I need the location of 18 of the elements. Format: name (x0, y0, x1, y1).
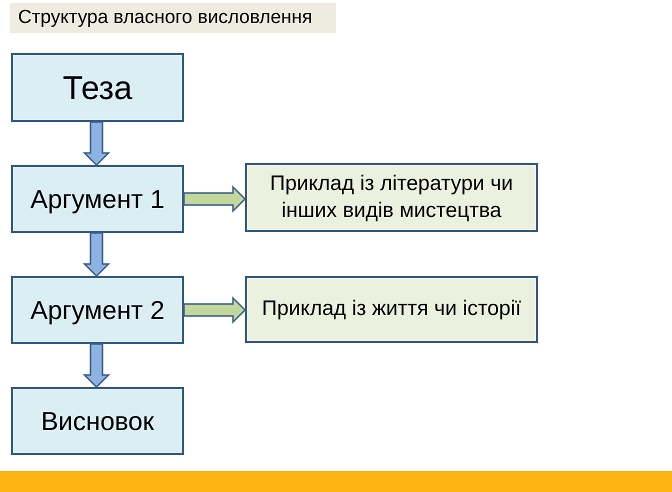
process-box (11, 165, 184, 233)
process-box (245, 276, 538, 343)
process-box (11, 53, 184, 122)
block-arrow (183, 296, 246, 324)
process-box (245, 163, 538, 232)
slide-title: Структура власного висловлення (10, 3, 336, 33)
process-box (11, 387, 184, 455)
block-arrow (82, 232, 110, 278)
node-label: Аргумент 2 (29, 294, 166, 326)
node-label: Аргумент 1 (29, 182, 166, 216)
process-box (11, 276, 184, 344)
node-label: Приклад із літератури чи інших видів мистецтва (269, 171, 514, 224)
block-arrow (183, 185, 246, 213)
node-label: Висновок (40, 404, 156, 438)
node-label: Теза (62, 68, 134, 108)
block-arrow (82, 343, 110, 388)
node-label: Приклад із життя чи історії (260, 296, 522, 322)
block-arrow (82, 121, 110, 166)
